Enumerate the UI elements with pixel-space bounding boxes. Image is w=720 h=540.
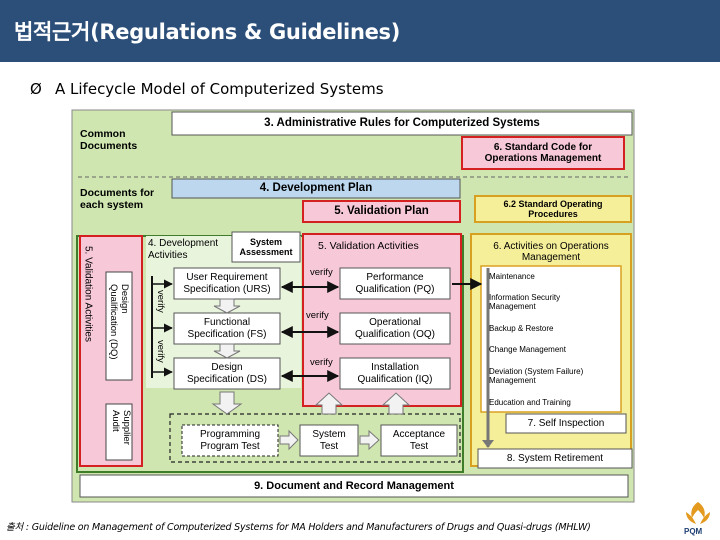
verify-label: verify — [310, 357, 333, 368]
document-management-label: 9. Document and Record Management — [254, 479, 454, 492]
system-retirement-box — [477, 448, 633, 469]
ds-label: Design Specification (DS) — [186, 362, 268, 385]
up-arrow-icon — [381, 392, 411, 415]
down-arrow-icon — [211, 391, 243, 415]
common-documents-label: Common Documents — [80, 128, 138, 153]
down-arrow-icon — [213, 343, 241, 359]
down-arrow-icon — [482, 440, 494, 448]
supplier-audit-box — [105, 403, 133, 461]
urs-box — [173, 267, 281, 300]
system-test-label: System Test — [312, 429, 346, 452]
dq-label: Design Qualification (DQ) — [107, 284, 130, 360]
validation-plan-box — [302, 200, 461, 223]
system-assessment-box — [231, 231, 301, 263]
system-test-box — [299, 424, 359, 457]
development-plan-label: 4. Development Plan — [259, 181, 373, 194]
ops-item: Education and Training — [489, 398, 571, 407]
up-arrow-icon — [314, 392, 344, 415]
verify-label: verify — [310, 267, 333, 278]
ops-item: Backup & Restore — [489, 324, 554, 333]
standard-code-box — [461, 136, 625, 170]
title-bar: 법적근거(Regulations & Guidelines) — [0, 0, 720, 62]
ops-item: Change Management — [489, 345, 566, 354]
acceptance-test-box — [380, 424, 458, 457]
validation-activities-label: 5. Validation Activities — [318, 240, 419, 252]
right-arrow-icon — [279, 429, 299, 451]
iq-box — [339, 357, 451, 390]
page-title: 법적근거(Regulations & Guidelines) — [14, 20, 401, 44]
system-retirement-label: 8. System Retirement — [506, 452, 604, 464]
development-plan-box — [171, 178, 461, 199]
documents-each-label: Documents for each system — [80, 187, 155, 212]
ops-item: Deviation (System Failure) Management — [489, 367, 584, 386]
verify-label: verify — [154, 340, 166, 363]
source-note: 출처 : Guideline on Management of Computer… — [6, 522, 591, 533]
test-region — [169, 413, 461, 463]
supplier-audit-label: Supplier Audit — [109, 410, 132, 445]
standard-code-label: 6. Standard Code for Operations Manageme… — [484, 141, 602, 165]
verify-label: verify — [154, 290, 166, 313]
validation-plan-label: 5. Validation Plan — [334, 204, 429, 217]
programming-label: Programming Program Test — [199, 429, 261, 452]
ds-box — [173, 357, 281, 390]
development-activities-label: 4. Development Activities — [148, 238, 219, 261]
self-inspection-box — [505, 413, 627, 434]
subtitle-text: A Lifecycle Model of Computerized System… — [55, 80, 384, 98]
logo-text: PQM — [684, 527, 703, 536]
pq-box — [339, 267, 451, 300]
oq-box — [339, 312, 451, 345]
admin-rules-label: 3. Administrative Rules for Computerized… — [264, 116, 540, 129]
sop-box — [474, 195, 632, 223]
pqm-logo-icon — [686, 502, 710, 524]
sop-label: 6.2 Standard Operating Procedures — [503, 198, 603, 219]
admin-rules-box — [171, 111, 633, 136]
down-arrow-icon — [213, 298, 241, 314]
vertical-validation-label: 5. Validation Activities — [82, 246, 94, 342]
operations-list-box — [480, 265, 622, 413]
fs-box — [173, 312, 281, 345]
acceptance-test-label: Acceptance Test — [392, 429, 446, 452]
fs-label: Functional Specification (FS) — [187, 317, 267, 340]
self-inspection-label: 7. Self Inspection — [527, 417, 605, 429]
ops-item: Information Security Management — [489, 293, 561, 312]
iq-label: Installation Qualification (IQ) — [357, 362, 433, 385]
dq-box — [105, 271, 133, 381]
programming-box — [181, 424, 279, 457]
operations-activities-label: 6. Activities on Operations Management — [493, 240, 609, 264]
pq-label: Performance Qualification (PQ) — [355, 272, 435, 295]
ops-item: Maintenance — [489, 272, 535, 281]
urs-label: User Requirement Specification (URS) — [183, 272, 271, 295]
system-assessment-label: System Assessment — [239, 236, 293, 257]
document-management-box — [79, 474, 629, 498]
right-arrow-icon — [359, 429, 380, 451]
verify-label: verify — [306, 310, 329, 321]
oq-label: Operational Qualification (OQ) — [354, 317, 436, 340]
bullet-arrow-icon: Ø — [30, 80, 42, 98]
